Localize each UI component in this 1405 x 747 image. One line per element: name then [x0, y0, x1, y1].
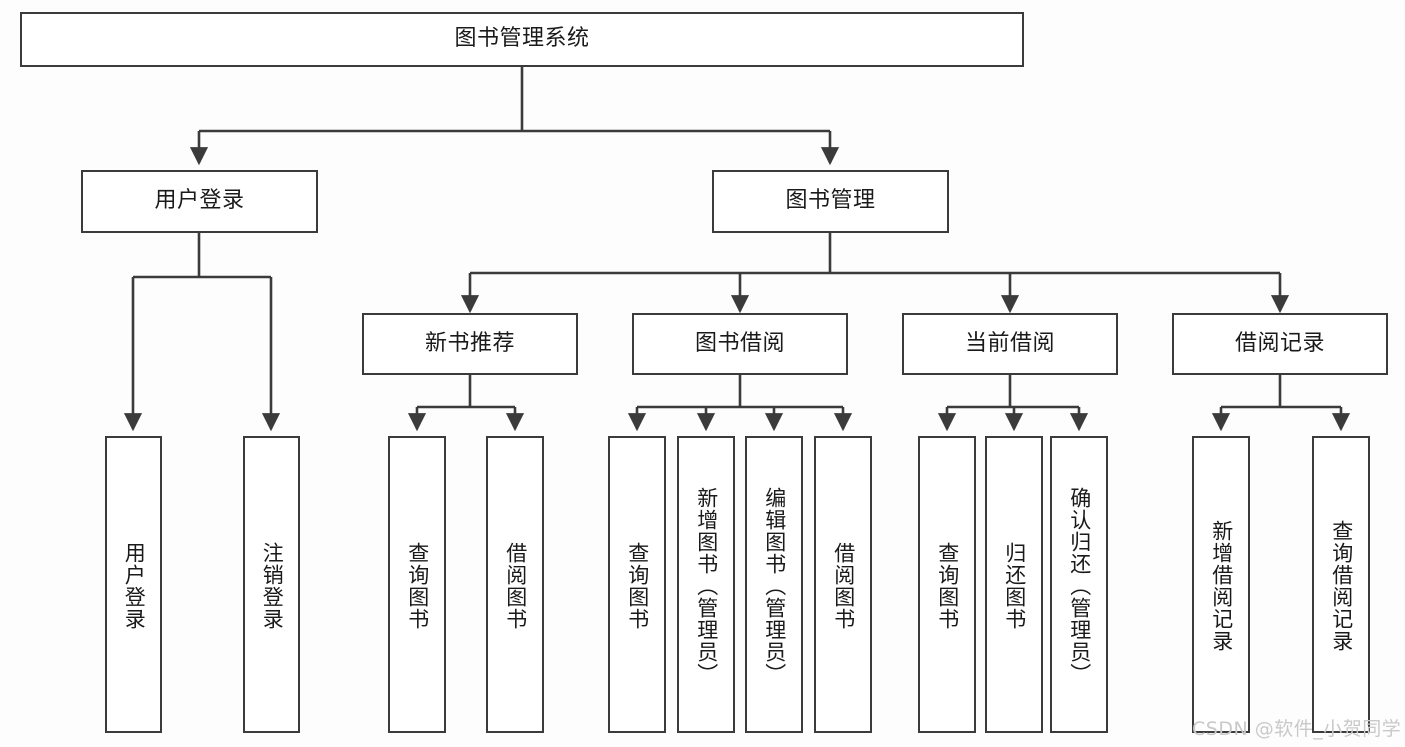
- edges-new-book-recommend-to-leaves: [407, 375, 525, 432]
- node-label: 当前借阅: [964, 330, 1055, 356]
- node-leaf-return-book[interactable]: 归还图书: [985, 436, 1043, 733]
- node-leaf-borrow-book-recommend[interactable]: 借阅图书: [486, 436, 544, 733]
- edges-borrow-record-to-leaves: [1211, 375, 1351, 432]
- node-borrow-record[interactable]: 借阅记录: [1172, 313, 1388, 375]
- node-leaf-query-book-current[interactable]: 查询图书: [918, 436, 976, 733]
- node-leaf-confirm-return[interactable]: 确认归还（管理员）: [1050, 436, 1108, 733]
- node-label: 图书管理系统: [454, 26, 590, 52]
- edges-book-manage-to-level2: [460, 233, 1290, 314]
- node-label: 查询借阅记录: [1329, 519, 1354, 652]
- edges-root-to-level1: [189, 67, 840, 166]
- node-leaf-edit-book[interactable]: 编辑图书（管理员）: [745, 436, 803, 733]
- node-label: 借阅图书: [831, 541, 856, 630]
- node-label: 注销登录: [260, 541, 285, 630]
- node-label: 用户登录: [122, 541, 147, 630]
- node-leaf-user-login[interactable]: 用户登录: [105, 436, 162, 733]
- node-label: 查询图书: [935, 541, 960, 630]
- node-new-book-recommend[interactable]: 新书推荐: [362, 313, 578, 375]
- node-root-book-management-system[interactable]: 图书管理系统: [20, 12, 1024, 67]
- node-label: 查询图书: [625, 541, 650, 630]
- node-leaf-query-borrow-record[interactable]: 查询借阅记录: [1312, 436, 1370, 733]
- node-label: 借阅记录: [1234, 330, 1325, 356]
- edges-current-borrow-to-leaves: [937, 375, 1089, 432]
- edges-user-login-to-leaves: [123, 233, 281, 432]
- node-label: 编辑图书（管理员）: [762, 486, 787, 685]
- node-book-borrow[interactable]: 图书借阅: [632, 313, 848, 375]
- node-label: 查询图书: [405, 541, 430, 630]
- node-current-borrow[interactable]: 当前借阅: [902, 313, 1118, 375]
- node-label: 新增借阅记录: [1209, 519, 1234, 652]
- node-label: 新增图书（管理员）: [694, 486, 719, 685]
- node-leaf-borrow-book[interactable]: 借阅图书: [814, 436, 872, 733]
- node-label: 确认归还（管理员）: [1067, 486, 1092, 685]
- node-label: 图书管理: [785, 188, 876, 214]
- node-label: 归还图书: [1002, 541, 1027, 630]
- node-book-manage[interactable]: 图书管理: [712, 170, 949, 233]
- node-leaf-query-book-borrow[interactable]: 查询图书: [608, 436, 666, 733]
- node-leaf-user-logout[interactable]: 注销登录: [243, 436, 300, 733]
- node-leaf-query-book-recommend[interactable]: 查询图书: [388, 436, 446, 733]
- node-label: 图书借阅: [694, 330, 785, 356]
- node-user-login[interactable]: 用户登录: [81, 170, 318, 233]
- node-leaf-add-book[interactable]: 新增图书（管理员）: [677, 436, 735, 733]
- node-leaf-add-borrow-record[interactable]: 新增借阅记录: [1192, 436, 1250, 733]
- edges-book-borrow-to-leaves: [627, 375, 853, 432]
- node-label: 用户登录: [154, 188, 245, 214]
- node-label: 新书推荐: [424, 330, 515, 356]
- node-label: 借阅图书: [503, 541, 528, 630]
